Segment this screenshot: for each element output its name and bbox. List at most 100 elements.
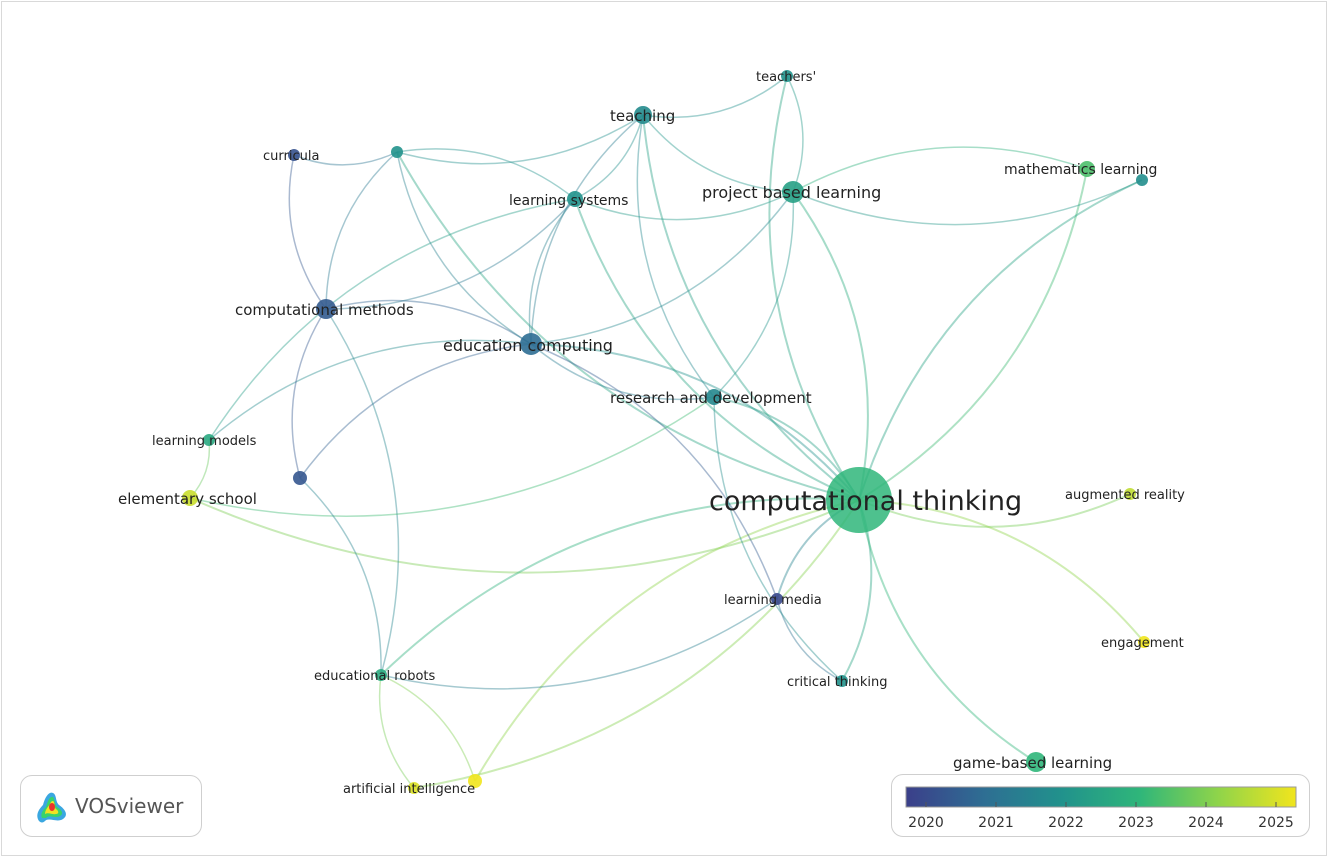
link-learning_systems-learning_models[interactable]	[208, 198, 576, 441]
link-computational_methods-curricula[interactable]	[288, 154, 327, 310]
link-computational_thinking-mathematics_learning[interactable]	[858, 168, 1088, 501]
link-teaching-learning_systems[interactable]	[574, 114, 644, 200]
node-project-based-learning[interactable]	[782, 181, 804, 203]
label-learning-models[interactable]: learning models	[152, 434, 257, 449]
label-computational-methods[interactable]: computational methods	[235, 301, 414, 319]
node-unlabeled-node-c[interactable]	[293, 471, 307, 485]
link-educational_robots-artificial_intelligence[interactable]	[378, 674, 415, 789]
label-curricula[interactable]: curricula	[263, 149, 319, 164]
link-computational_thinking-artificial_intelligence[interactable]	[413, 499, 860, 789]
link-computational_thinking-engagement[interactable]	[858, 499, 1145, 643]
link-education_computing-unlabeled_node_c[interactable]	[299, 343, 532, 479]
link-computational_thinking-game_based_learning[interactable]	[858, 499, 1037, 763]
label-learning-systems[interactable]: learning systems	[509, 193, 628, 209]
link-teaching-unlabeled_node_a[interactable]	[396, 114, 644, 165]
link-computational_thinking-elementary_school[interactable]	[189, 497, 860, 574]
node-learning-media[interactable]	[771, 593, 783, 605]
label-artificial-intelligence[interactable]: artificial intelligence	[343, 782, 475, 797]
link-computational_methods-educational_robots[interactable]	[325, 308, 400, 676]
node-educational-robots[interactable]	[375, 669, 387, 681]
label-computational-thinking[interactable]: computational thinking	[709, 486, 1022, 517]
node-elementary-school[interactable]	[182, 490, 198, 506]
link-project_based_learning-research_and_development[interactable]	[713, 191, 795, 398]
link-education_computing-project_based_learning[interactable]	[530, 191, 794, 345]
node-unlabeled-node-b[interactable]	[1136, 174, 1148, 186]
link-teaching-research_and_development[interactable]	[636, 114, 715, 398]
link-learning_media-educational_robots[interactable]	[380, 598, 778, 690]
label-teaching[interactable]: teaching	[610, 107, 675, 125]
link-computational_thinking-teaching[interactable]	[642, 114, 860, 501]
node-augmented-reality[interactable]	[1124, 488, 1136, 500]
link-research_and_development-critical_thinking[interactable]	[713, 396, 843, 682]
node-critical-thinking[interactable]	[836, 675, 848, 687]
link-computational_thinking-unlabeled_node_a[interactable]	[396, 151, 860, 501]
vosviewer-logo: VOSviewer	[20, 775, 202, 837]
link-unlabeled_node_c-educational_robots[interactable]	[299, 477, 382, 676]
node-research-and-development[interactable]	[706, 389, 722, 405]
link-computational_thinking-education_computing[interactable]	[530, 343, 860, 501]
link-education_computing-learning_systems[interactable]	[528, 198, 576, 345]
label-augmented-reality[interactable]: augmented reality	[1065, 488, 1185, 503]
node-artificial-intelligence[interactable]	[408, 782, 420, 794]
link-computational_methods-learning_systems[interactable]	[325, 198, 576, 310]
label-game-based-learning[interactable]: game-based learning	[953, 754, 1112, 772]
label-elementary-school[interactable]: elementary school	[118, 490, 257, 508]
link-curricula-unlabeled_node_a[interactable]	[293, 151, 398, 166]
link-education_computing-teaching[interactable]	[530, 114, 644, 345]
link-computational_thinking-unlabeled_node_b[interactable]	[858, 179, 1143, 501]
link-elementary_school-research_and_development[interactable]	[189, 396, 715, 517]
node-teachers[interactable]	[781, 70, 793, 82]
link-teaching-project_based_learning[interactable]	[642, 114, 794, 193]
label-learning-media[interactable]: learning media	[724, 593, 822, 608]
legend-tick-label: 2024	[1188, 815, 1224, 831]
label-teachers[interactable]: teachers'	[756, 70, 816, 85]
node-layer	[182, 70, 1150, 794]
node-learning-models[interactable]	[203, 434, 215, 446]
node-engagement[interactable]	[1138, 636, 1150, 648]
vosviewer-density-logo-icon	[37, 792, 66, 823]
link-project_based_learning-learning_systems[interactable]	[574, 191, 794, 221]
link-project_based_learning-teachers[interactable]	[786, 75, 804, 193]
label-mathematics-learning[interactable]: mathematics learning	[1004, 162, 1157, 178]
link-educational_robots-unlabeled_node_d[interactable]	[380, 674, 476, 782]
legend-tick-label: 2020	[908, 815, 944, 831]
node-learning-systems[interactable]	[567, 191, 583, 207]
link-education_computing-learning_models[interactable]	[208, 339, 532, 441]
label-critical-thinking[interactable]: critical thinking	[787, 675, 888, 690]
link-project_based_learning-unlabeled_node_b[interactable]	[792, 179, 1143, 226]
link-computational_methods-unlabeled_node_c[interactable]	[291, 308, 327, 479]
link-learning_media-critical_thinking[interactable]	[776, 598, 843, 682]
link-unlabeled_node_a-learning_systems[interactable]	[396, 148, 576, 200]
label-engagement[interactable]: engagement	[1101, 636, 1184, 651]
link-education_computing-learning_media[interactable]	[530, 343, 778, 600]
node-teaching[interactable]	[634, 106, 652, 124]
label-research-and-development[interactable]: research and development	[610, 389, 812, 407]
node-computational-methods[interactable]	[316, 299, 336, 319]
link-computational_thinking-unlabeled_node_d[interactable]	[474, 499, 860, 782]
link-education_computing-computational_methods[interactable]	[325, 299, 532, 345]
label-layer: computational thinking education computin…	[118, 70, 1185, 797]
node-unlabeled-node-d[interactable]	[468, 774, 482, 788]
node-education-computing[interactable]	[520, 333, 542, 355]
link-computational_thinking-augmented_reality[interactable]	[858, 493, 1131, 528]
node-game-based-learning[interactable]	[1026, 752, 1046, 772]
link-education_computing-research_and_development[interactable]	[530, 343, 715, 401]
node-curricula[interactable]	[288, 149, 300, 161]
link-education_computing-unlabeled_node_a[interactable]	[396, 151, 532, 345]
label-education-computing[interactable]: education computing	[443, 336, 613, 355]
label-educational-robots[interactable]: educational robots	[314, 669, 436, 684]
link-computational_methods-unlabeled_node_a[interactable]	[325, 151, 398, 310]
link-computational_thinking-project_based_learning[interactable]	[792, 191, 869, 501]
link-project_based_learning-mathematics_learning[interactable]	[792, 146, 1088, 193]
link-computational_thinking-educational_robots[interactable]	[380, 497, 860, 676]
link-computational_thinking-learning_systems[interactable]	[574, 198, 860, 501]
label-project-based-learning[interactable]: project based learning	[702, 183, 881, 202]
node-unlabeled-node-a[interactable]	[391, 146, 403, 158]
link-teaching-teachers[interactable]	[642, 75, 788, 118]
link-computational_thinking-teachers[interactable]	[768, 75, 860, 501]
node-mathematics-learning[interactable]	[1079, 161, 1095, 177]
node-computational-thinking[interactable]	[826, 467, 892, 533]
